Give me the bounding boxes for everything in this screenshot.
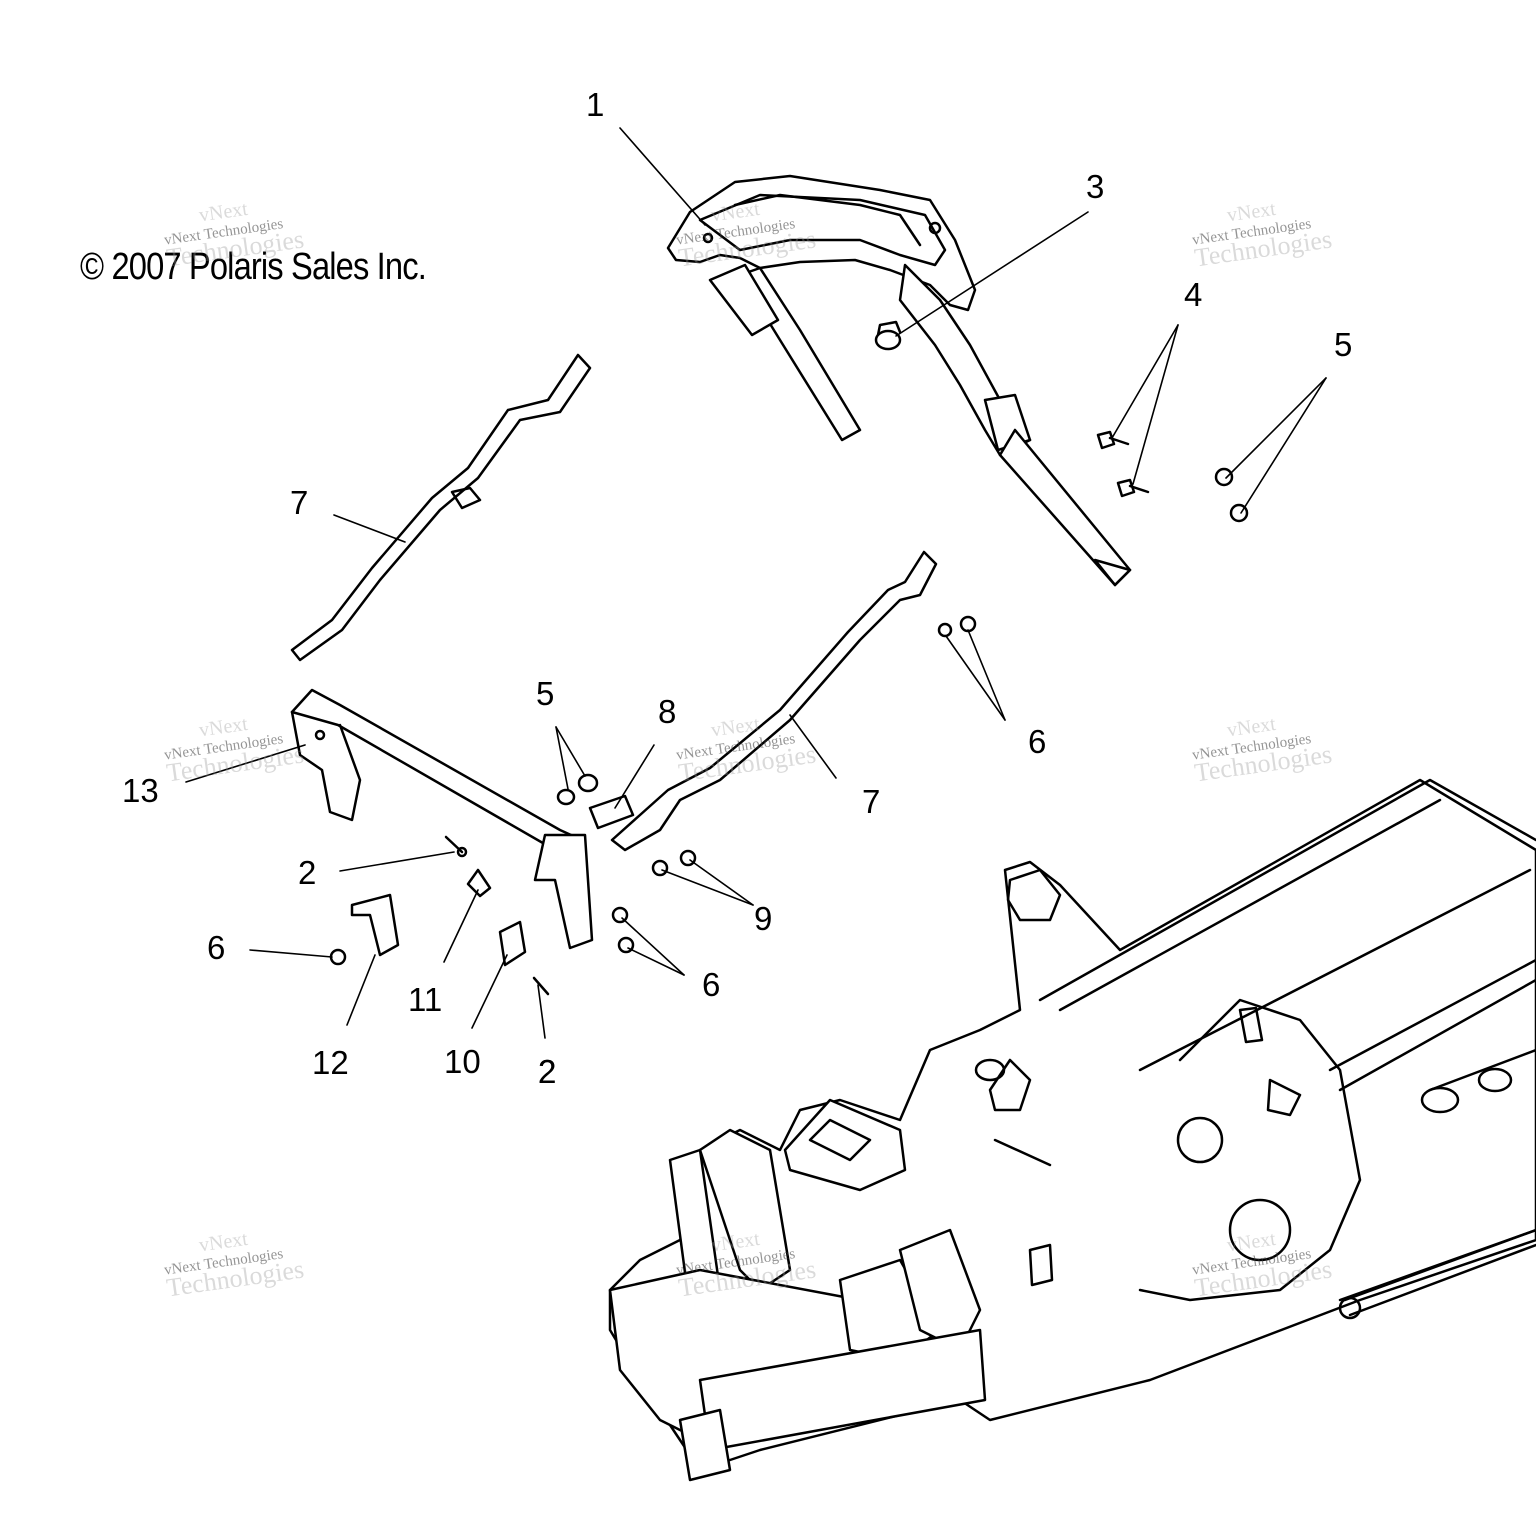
callout-10: 10 [444,1043,481,1080]
callout-2: 2 [298,854,317,891]
part-4-bolts [1096,430,1150,498]
callout-6b: 6 [702,966,721,1003]
callout-2b: 2 [538,1053,557,1090]
callout-7b: 7 [862,783,881,820]
callout-13: 13 [122,772,159,809]
part-7-left-brace [290,353,592,662]
small-hardware [329,615,977,996]
callout-5b: 5 [536,675,555,712]
part-3-nut [874,320,902,351]
callout-7: 7 [290,484,309,521]
copyright-text: © 2007 Polaris Sales Inc. [80,246,427,288]
part-7-right-brace [610,550,938,852]
part-13-cross-bar [290,688,594,950]
chassis-tunnel [608,778,1536,1482]
callout-8: 8 [658,693,677,730]
callout-3: 3 [1086,168,1105,205]
callout-5: 5 [1334,326,1353,363]
callout-2c: 2 [538,1053,557,1090]
callout-6c: 6 [207,929,226,966]
callout-11: 11 [408,981,443,1018]
callout-1: 1 [586,86,605,123]
callout-4: 4 [1184,276,1203,313]
callout-6: 6 [1028,723,1047,760]
part-5-nuts-upper [1214,467,1249,523]
leader-lines [185,127,1327,1039]
callout-9: 9 [754,900,773,937]
part-1-upper-frame [666,174,1132,587]
callout-12: 12 [312,1044,349,1081]
